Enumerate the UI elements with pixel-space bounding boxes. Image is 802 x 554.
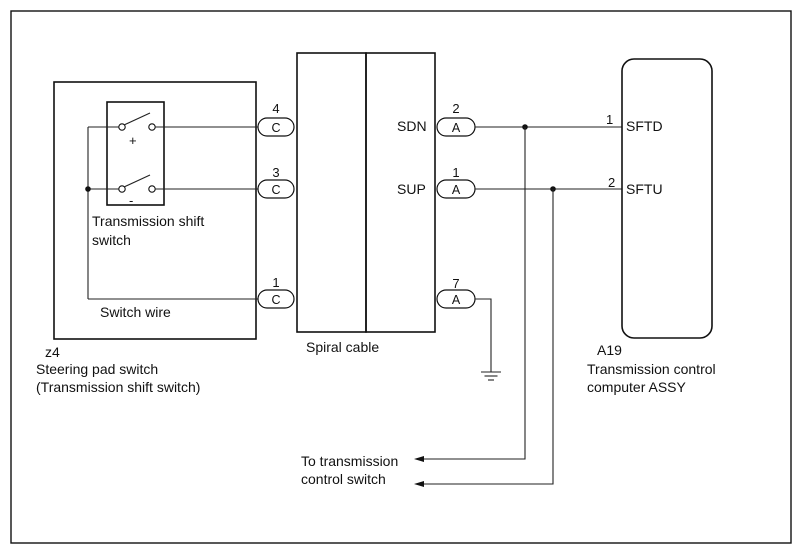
transmission-shift-switch-label-1: Transmission shift <box>92 213 204 229</box>
sup-branch-arrow <box>414 481 424 487</box>
connector-pin-number: 2 <box>452 101 459 116</box>
sdn-branch-wire <box>420 127 526 460</box>
minus-sign: - <box>129 193 133 208</box>
destination-label-1: To transmission <box>301 453 398 469</box>
plus-switch <box>88 112 258 131</box>
steering-pad-switch-box <box>53 81 257 340</box>
sup-branch-wire <box>420 189 554 485</box>
steering-pad-code: z4 <box>45 344 60 360</box>
sdn-branch-arrow <box>414 456 424 462</box>
connector-c-pin4: C 4 <box>257 101 295 137</box>
common-junction-dot <box>85 186 91 192</box>
connector-letter: C <box>271 121 280 135</box>
diagram-frame <box>10 10 792 544</box>
connector-pin-number: 1 <box>452 165 459 180</box>
tcm-pin-number: 1 <box>606 112 613 127</box>
connector-letter: A <box>452 183 461 197</box>
transmission-shift-switch-label-2: switch <box>92 232 131 248</box>
ground-wire <box>475 298 492 372</box>
connector-pin-number: 3 <box>272 165 279 180</box>
connector-a-pin2: A 2 <box>436 101 476 137</box>
transmission-shift-switch-box <box>106 101 165 206</box>
connector-letter: A <box>452 121 461 135</box>
plus-sign: + <box>129 133 137 148</box>
connector-pin-number: 7 <box>452 276 459 291</box>
spiral-cable-label: Spiral cable <box>306 339 379 355</box>
connector-c-pin1: C 1 <box>257 275 295 309</box>
minus-switch <box>88 174 258 193</box>
ground-symbol <box>481 371 501 381</box>
tcm-code: A19 <box>597 342 622 358</box>
spiral-cable-box-left <box>296 52 367 333</box>
connector-letter: C <box>271 183 280 197</box>
destination-label-2: control switch <box>301 471 386 487</box>
tcm-pin-number: 2 <box>608 175 615 190</box>
connector-c-pin3: C 3 <box>257 165 295 199</box>
connector-letter: C <box>271 293 280 307</box>
connector-pin-number: 1 <box>272 275 279 290</box>
tcm-name-1: Transmission control <box>587 361 716 377</box>
steering-pad-subname: (Transmission shift switch) <box>36 379 200 395</box>
connector-a-pin1: A 1 <box>436 165 476 199</box>
connector-a-pin7: A 7 <box>436 276 476 309</box>
connector-pin-number: 4 <box>272 101 279 116</box>
connector-letter: A <box>452 293 461 307</box>
tcm-name-2: computer ASSY <box>587 379 686 395</box>
signal-label-sup: SUP <box>397 181 426 197</box>
spiral-cable-box-right <box>365 52 436 333</box>
signal-label-sdn: SDN <box>397 118 427 134</box>
tcm-signal-sftu: SFTU <box>626 181 663 197</box>
tcm-box <box>621 58 713 339</box>
tcm-signal-sftd: SFTD <box>626 118 663 134</box>
steering-pad-name: Steering pad switch <box>36 361 158 377</box>
switch-wire-label: Switch wire <box>100 304 171 320</box>
